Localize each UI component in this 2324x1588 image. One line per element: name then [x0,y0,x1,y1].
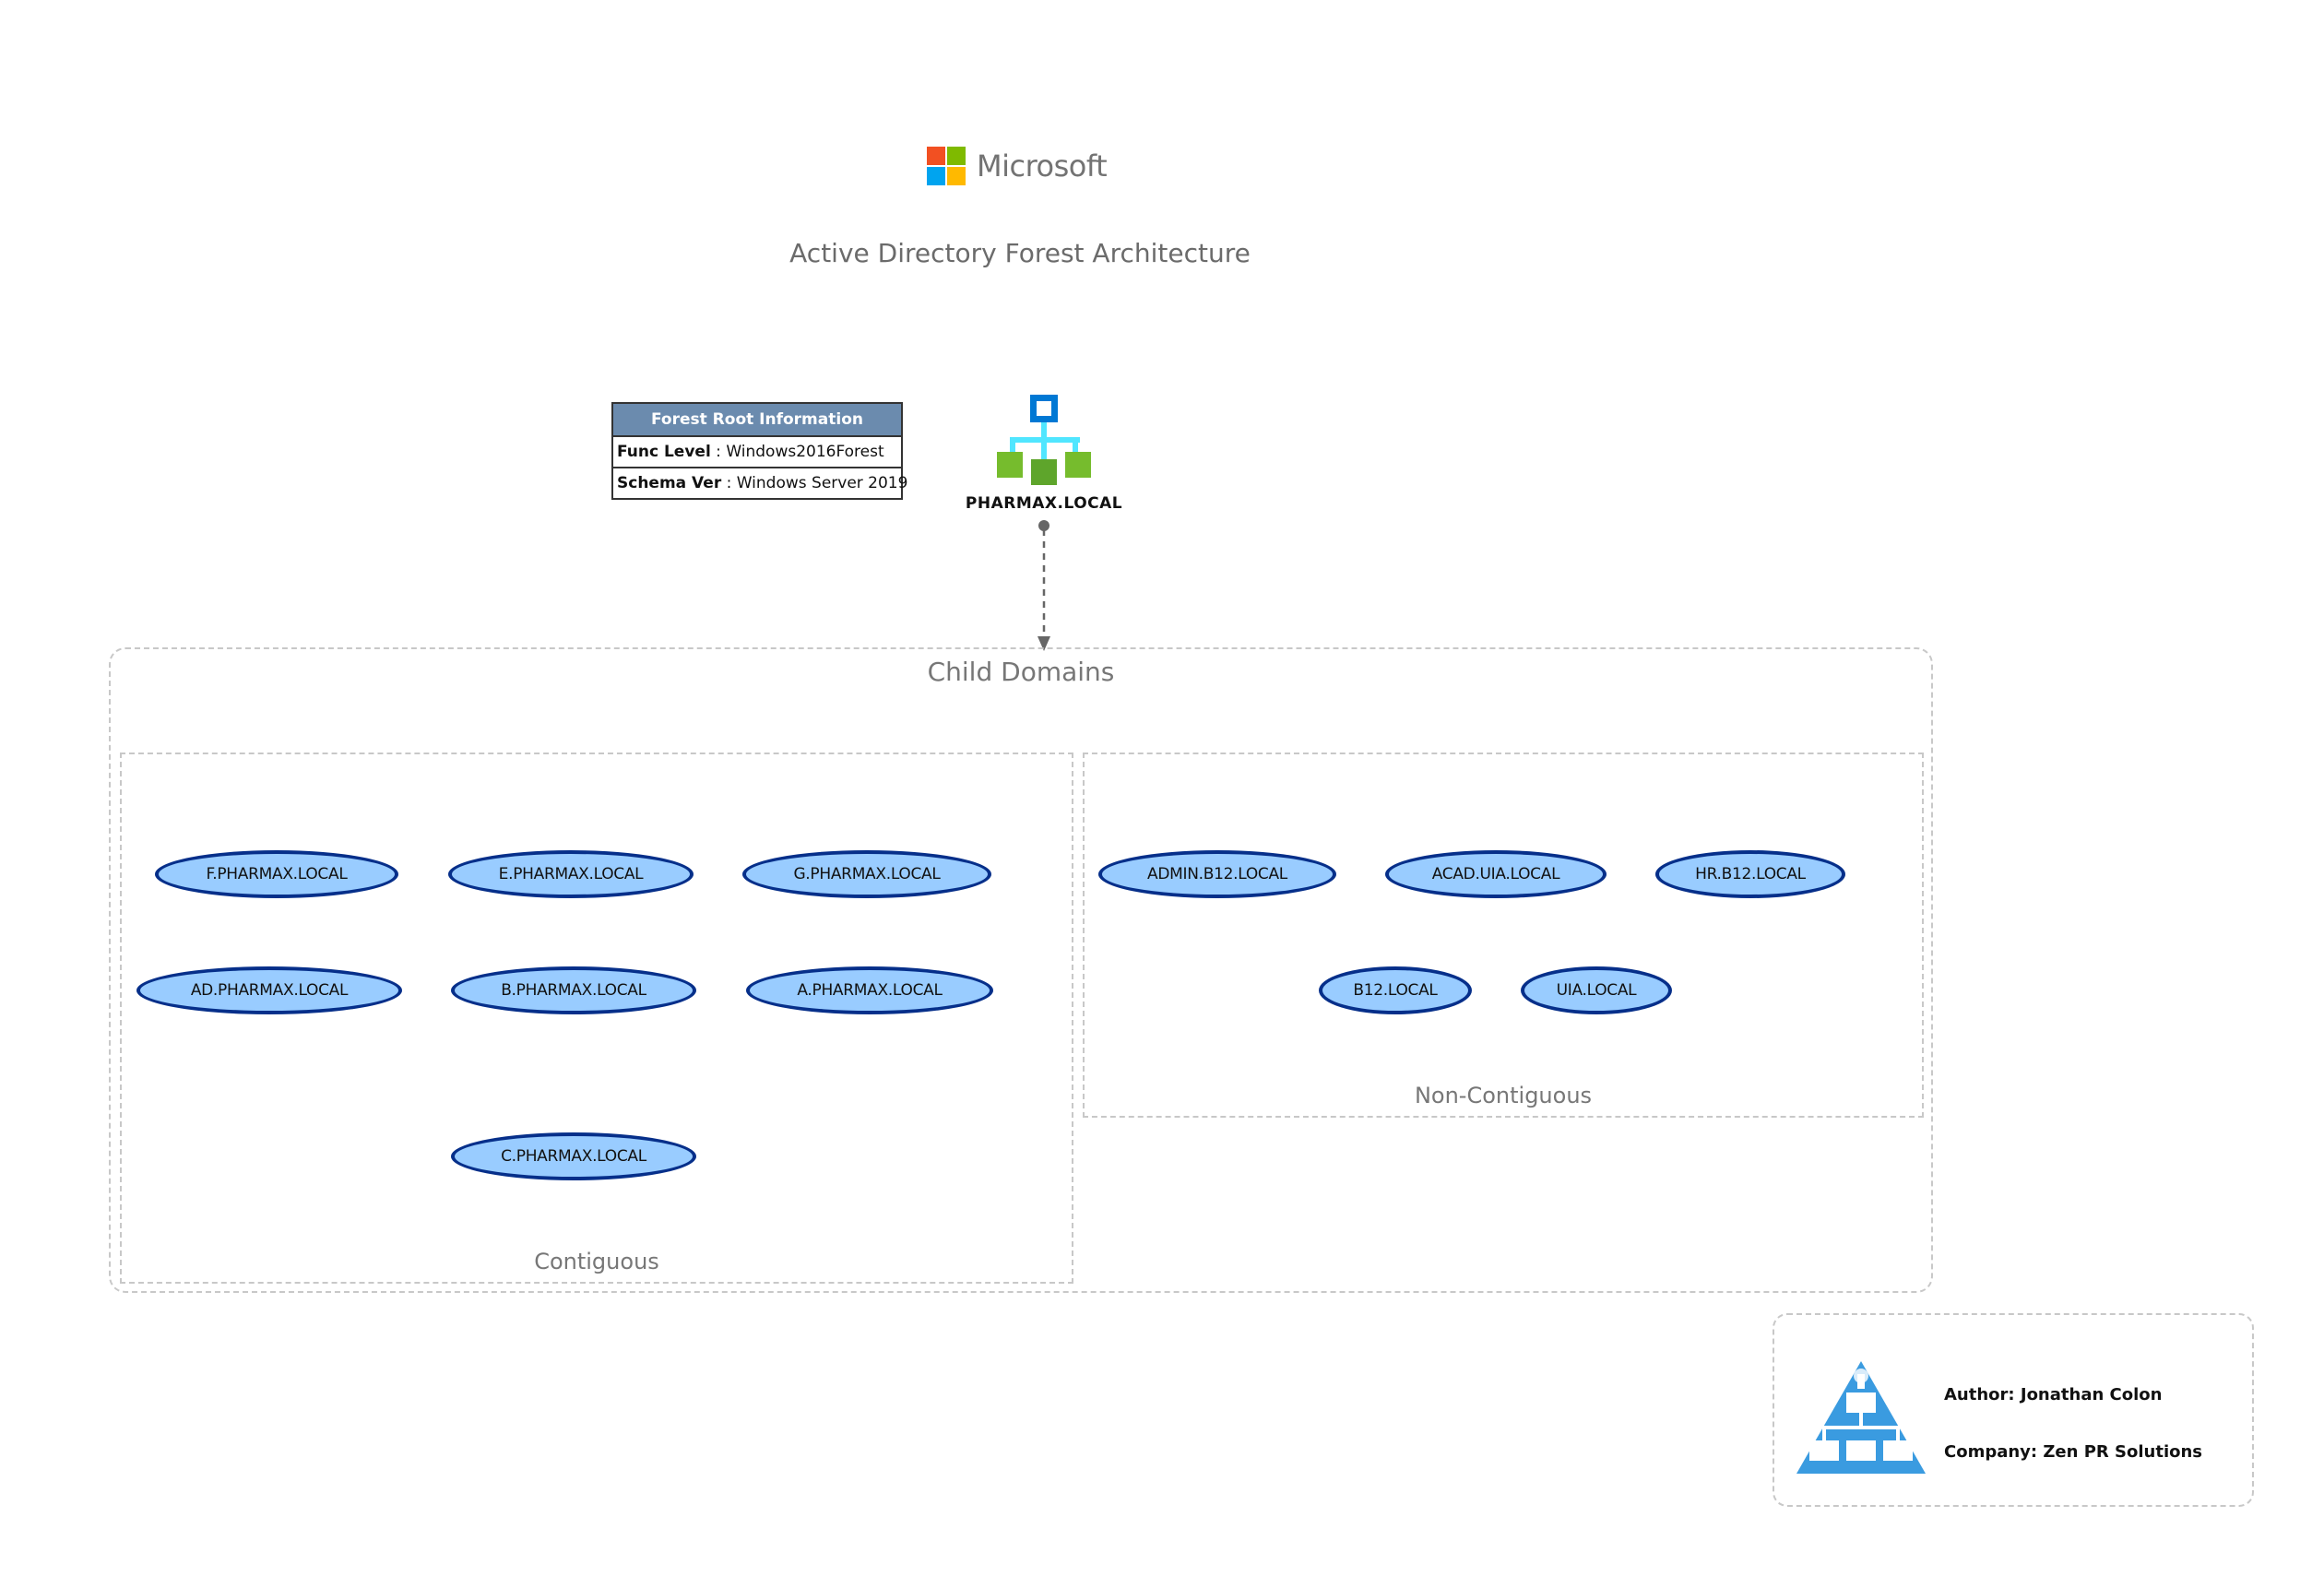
domain-node[interactable]: HR.B12.LOCAL [1655,850,1845,898]
company-text: Company: Zen PR Solutions [1944,1442,2203,1462]
non-contiguous-cluster [1083,753,1924,1118]
author-legend-box [1773,1313,2254,1507]
contiguous-cluster [120,753,1073,1284]
microsoft-logo-icon [927,147,966,185]
domain-node[interactable]: ACAD.UIA.LOCAL [1385,850,1607,898]
domain-node[interactable]: G.PHARMAX.LOCAL [742,850,991,898]
contiguous-label: Contiguous [534,1249,659,1274]
diagram-title: Active Directory Forest Architecture [789,238,1251,268]
child-domains-cluster [109,647,1933,1293]
root-domain-label: PHARMAX.LOCAL [965,494,1123,513]
func-level-row: Func Level : Windows2016Forest [613,437,901,467]
func-level-value: : Windows2016Forest [710,443,884,461]
child-domains-label: Child Domains [927,657,1115,687]
domain-node[interactable]: A.PHARMAX.LOCAL [746,966,993,1014]
root-to-child-connector [1038,520,1050,651]
non-contiguous-label: Non-Contiguous [1414,1083,1593,1108]
domain-node[interactable]: UIA.LOCAL [1521,966,1672,1014]
domain-node[interactable]: B.PHARMAX.LOCAL [451,966,696,1014]
domain-node[interactable]: ADMIN.B12.LOCAL [1098,850,1336,898]
microsoft-logo: Microsoft [927,146,1111,186]
brand-name: Microsoft [977,148,1108,184]
domain-node[interactable]: E.PHARMAX.LOCAL [448,850,694,898]
network-hierarchy-icon [1796,1361,1926,1474]
domain-node[interactable]: C.PHARMAX.LOCAL [451,1132,696,1180]
schema-ver-key: Schema Ver [617,474,722,492]
func-level-key: Func Level [617,443,711,461]
schema-ver-row: Schema Ver : Windows Server 2019 [613,467,907,498]
schema-ver-value: : Windows Server 2019 [721,474,908,492]
domain-tree-icon [997,395,1091,485]
forest-root-info-table: Forest Root Information Func Level : Win… [611,402,907,500]
forest-root-info-header: Forest Root Information [613,404,901,437]
domain-node[interactable]: B12.LOCAL [1319,966,1472,1014]
domain-node[interactable]: AD.PHARMAX.LOCAL [136,966,402,1014]
author-text: Author: Jonathan Colon [1944,1385,2163,1404]
domain-node[interactable]: F.PHARMAX.LOCAL [155,850,398,898]
